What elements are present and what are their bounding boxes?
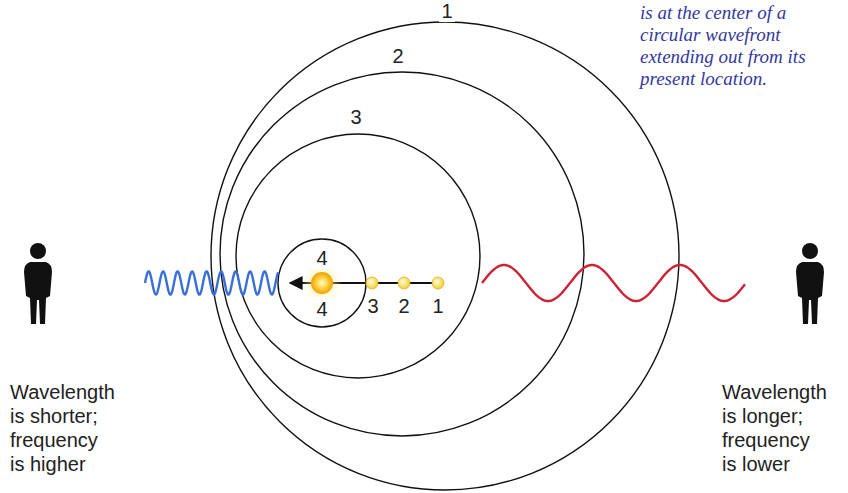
source-glow (302, 263, 342, 303)
explanatory-note: is at the center of a circular wavefront… (640, 2, 844, 90)
observer-caption: Wavelength is longer; frequency is lower (722, 380, 828, 476)
observer-caption: Wavelength is shorter; frequency is high… (10, 380, 116, 476)
source-position (398, 277, 410, 289)
wavefront-number: 4 (314, 247, 329, 269)
source-position (432, 277, 444, 289)
wavefront-circle (236, 134, 480, 378)
position-number: 1 (430, 295, 445, 317)
wavefront-number: 2 (390, 45, 405, 67)
compressed-wave (145, 271, 278, 294)
stretched-wave (482, 265, 745, 301)
wavefront-number: 3 (348, 106, 363, 128)
position-number: 2 (396, 295, 411, 317)
position-number: 3 (365, 295, 380, 317)
observer-silhouette (796, 243, 824, 324)
source-position (366, 277, 378, 289)
wavefront-number: 1 (439, 0, 454, 22)
moving-source (311, 272, 333, 294)
observer-silhouette (24, 243, 52, 324)
wavefront-circle (220, 72, 584, 436)
wavefront-circle (211, 22, 679, 490)
wavefront-number: 4 (314, 298, 329, 320)
